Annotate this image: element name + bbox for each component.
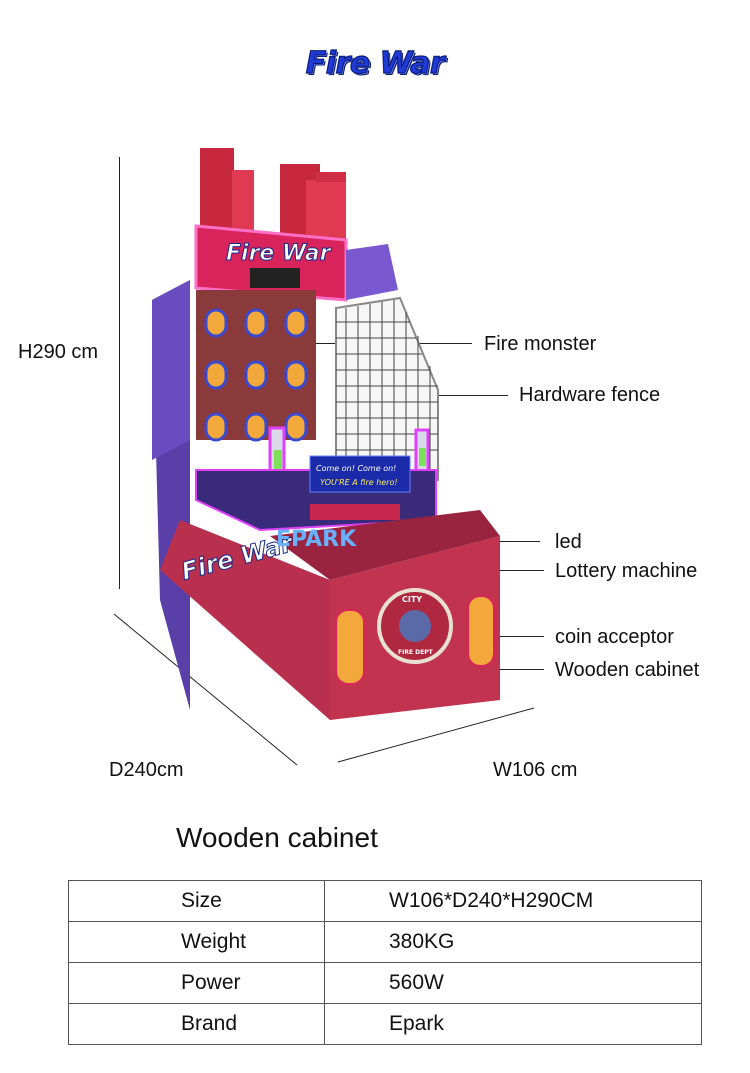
spec-value: W106*D240*H290CM <box>324 880 702 922</box>
spec-table: Size W106*D240*H290CM Weight 380KG Power… <box>68 880 702 1045</box>
spec-key: Weight <box>68 921 325 963</box>
hardware-fence <box>335 296 439 482</box>
callout-lottery-machine: Lottery machine <box>555 560 698 582</box>
skyline-topper <box>200 148 346 240</box>
callout-fire-monster: Fire monster <box>484 333 597 355</box>
table-row: Brand Epark <box>68 1003 702 1045</box>
banner-line2: YOU'RE A fire hero! <box>320 478 398 487</box>
spec-key: Brand <box>68 1003 325 1045</box>
marquee-logo: Fire War <box>226 241 332 266</box>
led-banner: Come on! Come on! YOU'RE A fire hero! <box>309 455 411 493</box>
spec-value: Epark <box>324 1003 702 1045</box>
callout-wooden-cabinet: Wooden cabinet <box>555 659 700 681</box>
callout-line-led <box>478 541 540 542</box>
spec-key: Power <box>68 962 325 1004</box>
table-row: Weight 380KG <box>68 921 702 963</box>
banner-line1: Come on! Come on! <box>316 464 396 473</box>
depth-label: D240cm <box>109 759 184 781</box>
callout-led: led <box>555 531 582 553</box>
spec-heading: Wooden cabinet <box>176 822 378 853</box>
table-row: Size W106*D240*H290CM <box>68 880 702 922</box>
badge-bottom: FIRE DEPT <box>398 649 434 656</box>
width-label: W106 cm <box>493 759 578 781</box>
callout-line-hardware-fence <box>408 395 508 396</box>
marquee: Fire War <box>194 224 348 302</box>
spec-key: Size <box>68 880 325 922</box>
page-title: Fire War <box>305 45 445 81</box>
width-dimension-line <box>337 707 535 763</box>
brand-mark: EPARK <box>276 527 357 552</box>
height-label: H290 cm <box>18 341 99 363</box>
table-row: Power 560W <box>68 962 702 1004</box>
spec-value: 380KG <box>324 921 702 963</box>
badge-top: CITY <box>402 595 422 604</box>
callout-hardware-fence: Hardware fence <box>519 384 661 406</box>
depth-dimension-line <box>113 613 298 766</box>
callout-coin-acceptor: coin acceptor <box>555 626 674 648</box>
spec-value: 560W <box>324 962 702 1004</box>
height-dimension-line <box>119 157 120 589</box>
fire-monster-building <box>196 290 316 442</box>
fire-dept-badge: CITY FIRE DEPT <box>377 588 453 664</box>
arcade-machine-image: Fire War Come on! Come on! YOU'RE A <box>152 148 500 720</box>
